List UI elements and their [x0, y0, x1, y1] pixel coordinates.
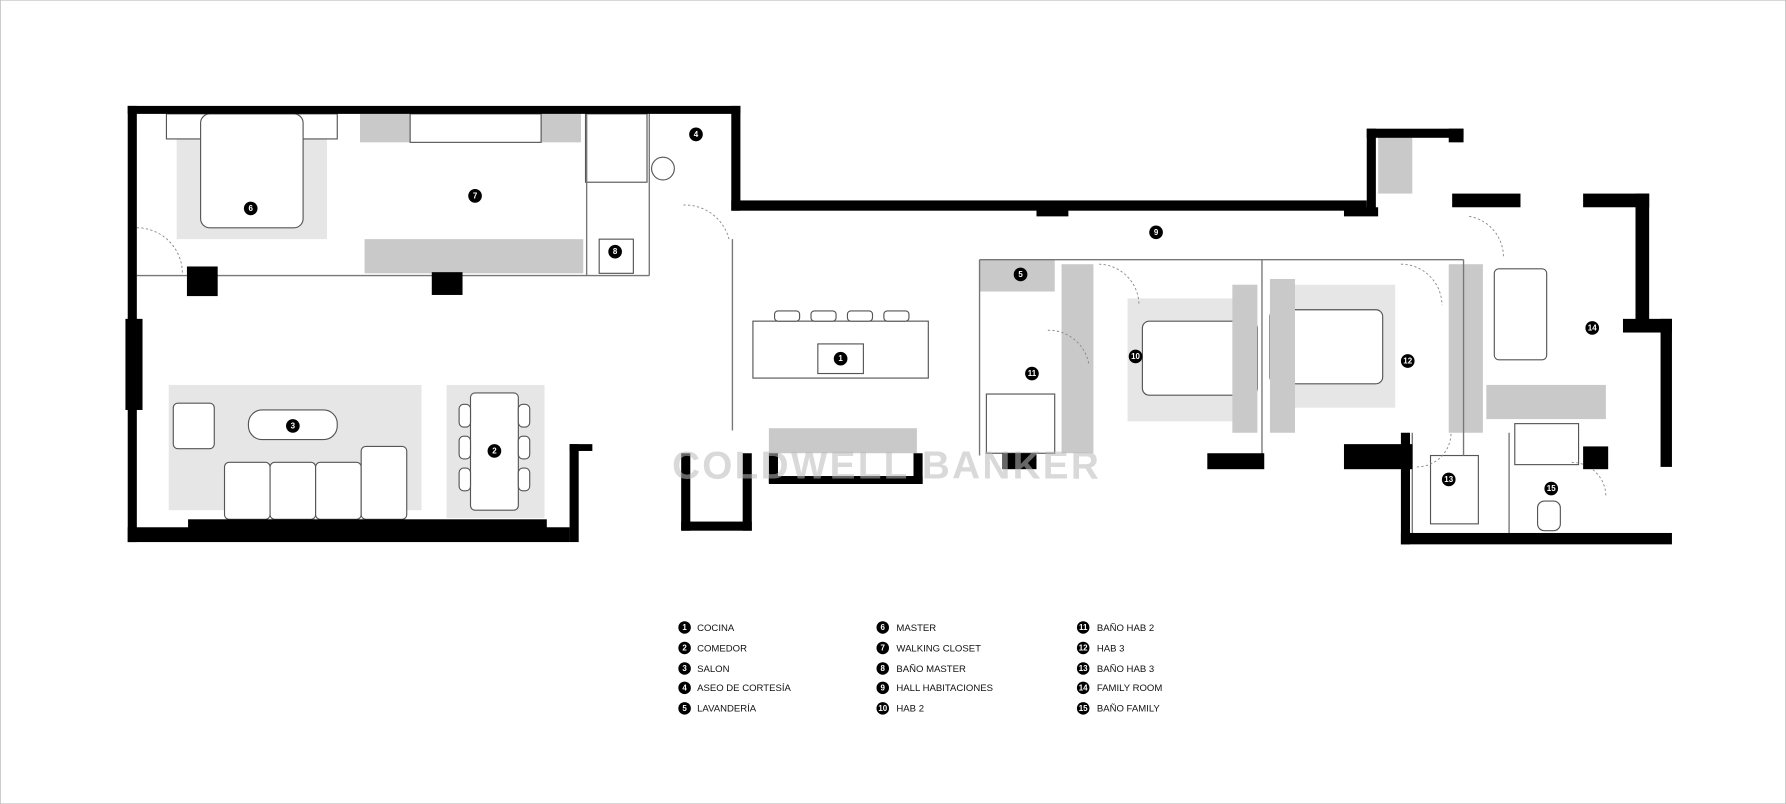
room-marker-comedor: 2: [487, 444, 502, 458]
room-marker-bano-hab3: 13: [1441, 472, 1456, 487]
room-marker-master: 6: [243, 201, 258, 216]
interior-walls: [136, 113, 1607, 536]
legend-label: HAB 2: [896, 704, 924, 715]
svg-text:9: 9: [881, 683, 886, 692]
room-marker-bano-family: 15: [1544, 481, 1559, 496]
svg-text:6: 6: [248, 204, 253, 213]
svg-text:2: 2: [682, 643, 687, 652]
svg-text:7: 7: [881, 643, 886, 652]
legend-label: FAMILY ROOM: [1097, 683, 1162, 694]
furniture: [165, 113, 1606, 532]
svg-text:15: 15: [1079, 704, 1088, 713]
svg-text:9: 9: [1154, 228, 1159, 237]
room-marker-lavanderia: 5: [1013, 267, 1028, 282]
svg-text:12: 12: [1079, 643, 1088, 652]
room-marker-bano-master: 8: [608, 244, 622, 259]
svg-text:8: 8: [881, 664, 886, 673]
svg-text:6: 6: [881, 623, 886, 632]
watermark: COLDWELL BANKER: [672, 444, 1101, 487]
room-marker-hall: 9: [1149, 225, 1163, 240]
room-marker-family-room: 14: [1585, 321, 1600, 335]
legend-label: ASEO DE CORTESÍA: [697, 683, 791, 694]
svg-text:11: 11: [1079, 623, 1088, 632]
svg-text:2: 2: [492, 446, 497, 455]
svg-text:3: 3: [291, 421, 296, 430]
svg-text:7: 7: [473, 191, 478, 200]
svg-text:3: 3: [682, 664, 687, 673]
svg-text:11: 11: [1028, 369, 1037, 378]
svg-text:10: 10: [1131, 352, 1140, 361]
room-marker-bano-hab2: 11: [1025, 366, 1039, 381]
legend-label: BAÑO MASTER: [896, 664, 966, 675]
legend-label: WALKING CLOSET: [896, 643, 981, 654]
room-markers: 1 2 3 4 5 6 7 8 9 10 11 12 13 14 15: [243, 127, 1600, 496]
svg-text:13: 13: [1444, 475, 1453, 484]
room-marker-cocina: 1: [833, 351, 848, 366]
legend: 1 COCINA 2 COMEDOR 3 SALON 4 ASEO DE CORTESÍ…: [678, 621, 1162, 715]
svg-text:5: 5: [1018, 270, 1023, 279]
room-marker-hab3: 12: [1400, 354, 1415, 368]
room-marker-salon: 3: [286, 419, 300, 433]
svg-text:14: 14: [1588, 323, 1597, 332]
room-marker-walking-closet: 7: [468, 189, 482, 203]
legend-label: BAÑO FAMILY: [1097, 704, 1161, 715]
legend-label: HALL HABITACIONES: [896, 683, 993, 694]
room-marker-hab2: 10: [1128, 349, 1143, 364]
svg-text:15: 15: [1547, 484, 1556, 493]
room-marker-aseo: 4: [689, 127, 703, 142]
svg-text:14: 14: [1079, 683, 1088, 692]
legend-label: COMEDOR: [697, 643, 747, 654]
svg-text:13: 13: [1079, 664, 1088, 673]
legend-label: LAVANDERÍA: [697, 704, 757, 715]
legend-label: COCINA: [697, 623, 735, 634]
legend-label: MASTER: [896, 623, 936, 634]
svg-text:8: 8: [613, 247, 618, 256]
svg-text:4: 4: [694, 130, 699, 139]
svg-text:5: 5: [682, 704, 687, 713]
svg-text:10: 10: [878, 704, 887, 713]
legend-label: BAÑO HAB 3: [1097, 664, 1154, 675]
legend-label: BAÑO HAB 2: [1097, 623, 1154, 634]
exterior-walls: [125, 105, 1672, 545]
legend-label: HAB 3: [1097, 643, 1125, 654]
svg-text:1: 1: [838, 354, 843, 363]
svg-text:12: 12: [1403, 357, 1412, 366]
legend-label: SALON: [697, 664, 729, 675]
svg-text:1: 1: [682, 623, 687, 632]
svg-text:4: 4: [682, 683, 687, 692]
